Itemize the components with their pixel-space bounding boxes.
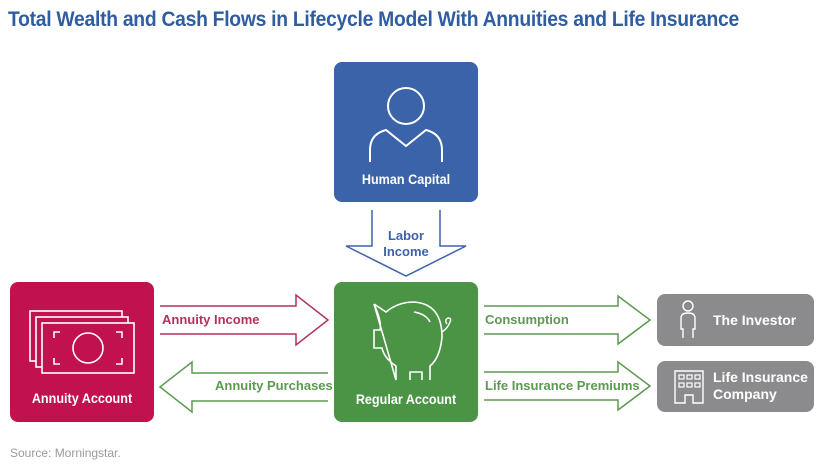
- consumption-arrow: [484, 294, 652, 346]
- life-insurance-premiums-arrow: [484, 360, 652, 412]
- life-insurance-company-label: Life Insurance Company: [713, 369, 808, 403]
- annuity-purchases-arrow: [158, 360, 328, 414]
- annuity-income-label: Annuity Income: [162, 312, 260, 327]
- investor-label: The Investor: [713, 312, 797, 328]
- labor-income-arrow: [345, 210, 467, 277]
- annuity-purchases-label: Annuity Purchases: [215, 378, 333, 393]
- life-insurance-premiums-label: Life Insurance Premiums: [485, 378, 640, 393]
- source-note: Source: Morningstar.: [10, 446, 121, 460]
- money-stack-icon: [29, 310, 135, 374]
- building-icon: [674, 370, 704, 404]
- piggy-bank-icon: [373, 301, 452, 381]
- regular-account-label: Regular Account: [355, 391, 457, 407]
- consumption-label: Consumption: [485, 312, 569, 327]
- person-icon: [680, 300, 696, 338]
- life-insurance-company-box: Life Insurance Company: [657, 361, 814, 412]
- life-insurance-company-label-line1: Life Insurance: [713, 369, 808, 385]
- human-capital-label: Human Capital: [361, 171, 451, 187]
- regular-account-box: Regular Account: [334, 282, 478, 422]
- annuity-income-arrow: [160, 293, 330, 347]
- life-insurance-company-label-line2: Company: [713, 386, 777, 402]
- labor-income-line1: Labor: [387, 228, 425, 243]
- labor-income-line2: Income: [383, 244, 429, 259]
- annuity-account-box: Annuity Account: [10, 282, 154, 422]
- human-capital-box: Human Capital: [334, 62, 478, 202]
- labor-income-label: Labor Income: [376, 228, 436, 260]
- annuity-account-label: Annuity Account: [31, 390, 133, 406]
- person-icon: [369, 87, 443, 162]
- diagram-title: Total Wealth and Cash Flows in Lifecycle…: [8, 8, 739, 31]
- investor-box: The Investor: [657, 294, 814, 346]
